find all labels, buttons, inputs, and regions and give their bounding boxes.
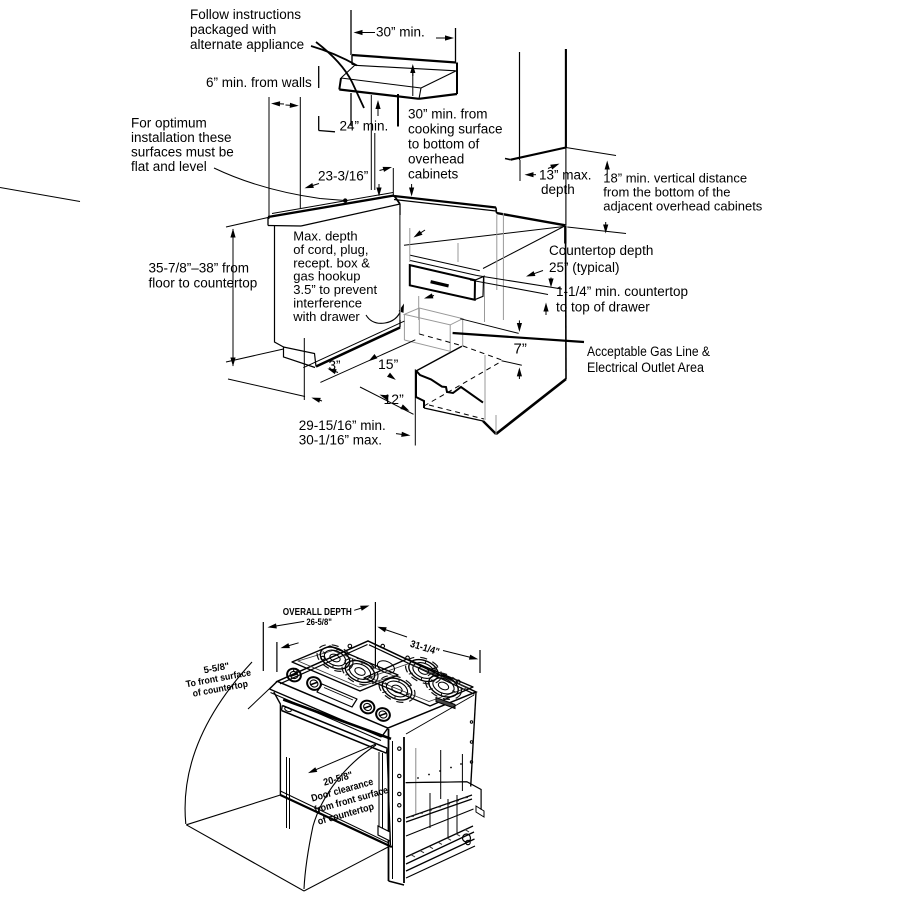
- svg-text:flat and level: flat and level: [131, 159, 207, 174]
- svg-text:recept. box &: recept. box &: [293, 255, 370, 270]
- svg-text:26-5/8": 26-5/8": [306, 617, 332, 628]
- svg-text:29-15/16” min.: 29-15/16” min.: [299, 418, 386, 433]
- svg-text:Max. depth: Max. depth: [293, 229, 357, 244]
- svg-text:25” (typical): 25” (typical): [549, 260, 620, 275]
- svg-text:from the bottom of the: from the bottom of the: [603, 185, 730, 200]
- svg-text:surfaces must be: surfaces must be: [131, 145, 234, 160]
- svg-text:12”: 12”: [384, 391, 405, 407]
- svg-text:13” max.: 13” max.: [539, 168, 592, 183]
- svg-text:installation these: installation these: [131, 130, 232, 145]
- svg-text:overhead: overhead: [408, 152, 464, 167]
- svg-text:24” min.: 24” min.: [340, 119, 389, 134]
- svg-text:alternate appliance: alternate appliance: [190, 37, 304, 52]
- svg-text:Electrical Outlet Area: Electrical Outlet Area: [587, 360, 704, 375]
- svg-text:packaged with: packaged with: [190, 22, 276, 37]
- svg-text:floor to countertop: floor to countertop: [149, 276, 258, 291]
- svg-text:30” min. from: 30” min. from: [408, 107, 488, 122]
- svg-text:adjacent overhead cabinets: adjacent overhead cabinets: [603, 199, 763, 214]
- svg-text:OVERALL DEPTH: OVERALL DEPTH: [283, 607, 352, 618]
- svg-text:5-5/8": 5-5/8": [203, 661, 231, 677]
- svg-text:7”: 7”: [514, 341, 527, 358]
- svg-text:cooking surface: cooking surface: [408, 122, 503, 137]
- svg-text:35-7/8”–38” from: 35-7/8”–38” from: [149, 261, 250, 276]
- svg-text:gas hookup: gas hookup: [293, 269, 360, 284]
- svg-text:Countertop depth: Countertop depth: [549, 243, 653, 258]
- svg-text:to bottom of: to bottom of: [408, 137, 480, 152]
- svg-text:30-1/16” max.: 30-1/16” max.: [299, 432, 382, 447]
- svg-text:with drawer: with drawer: [292, 309, 360, 324]
- svg-text:interference: interference: [293, 296, 362, 311]
- svg-text:to top of drawer: to top of drawer: [556, 300, 650, 315]
- svg-text:23-3/16”: 23-3/16”: [318, 169, 368, 184]
- svg-text:3.5” to prevent: 3.5” to prevent: [293, 282, 377, 297]
- svg-text:cabinets: cabinets: [408, 167, 459, 182]
- svg-text:1-1/4” min. countertop: 1-1/4” min. countertop: [556, 284, 688, 299]
- svg-text:30” min.: 30” min.: [376, 25, 425, 40]
- svg-text:6” min. from walls: 6” min. from walls: [206, 75, 312, 90]
- svg-text:18” min. vertical distance: 18” min. vertical distance: [603, 171, 747, 186]
- svg-text:For optimum: For optimum: [131, 116, 207, 131]
- svg-text:Follow instructions: Follow instructions: [190, 7, 301, 22]
- svg-text:depth: depth: [541, 182, 575, 197]
- svg-text:Acceptable Gas Line &: Acceptable Gas Line &: [587, 344, 710, 359]
- svg-text:15”: 15”: [378, 356, 399, 372]
- svg-text:of cord, plug,: of cord, plug,: [293, 242, 368, 257]
